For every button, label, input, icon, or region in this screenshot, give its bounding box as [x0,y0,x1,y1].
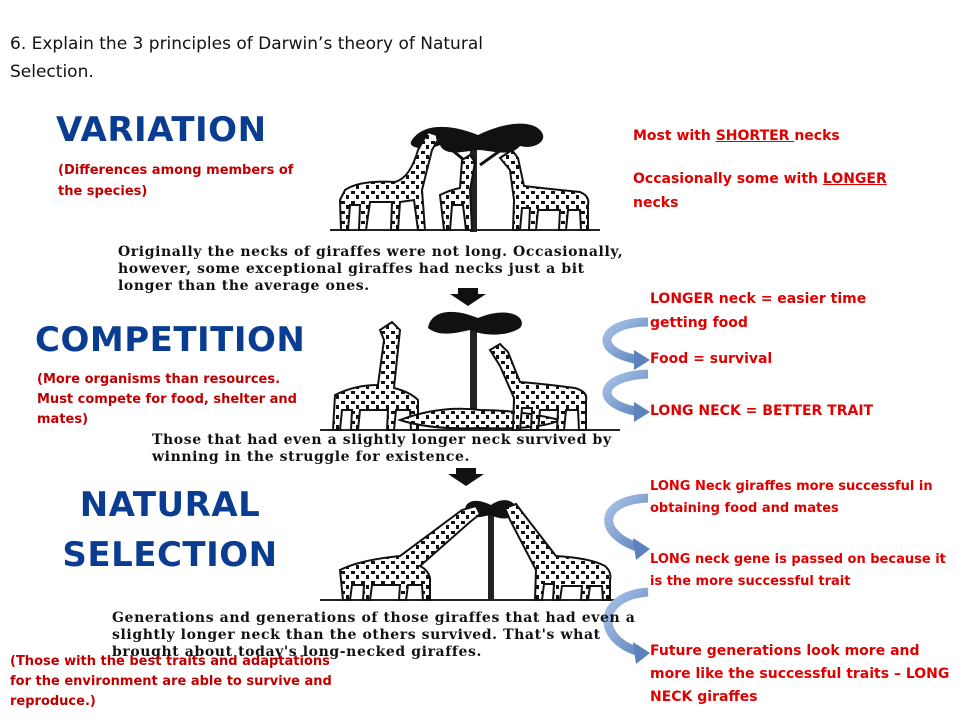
tree-icon [410,123,544,232]
natural-selection-title: NATURAL SELECTION [50,480,290,580]
natural-selection-title-line2: SELECTION [62,535,278,575]
curved-arrow-icon [602,317,650,370]
competition-point-survival: Food = survival [650,351,773,367]
natural-selection-description: (Those with the best traits and adaptati… [10,654,332,709]
giraffe-icon [338,130,442,231]
variation-point-longer: Occasionally some with LONGER necks [633,171,887,211]
longer-emphasis: LONGER [822,171,887,187]
giraffe-icon [498,148,590,231]
natural-selection-title-line1: NATURAL [79,485,261,525]
giraffe-icon [331,320,419,431]
variation-point-shorter: Most with SHORTER necks [633,128,840,144]
down-arrow-icon [448,468,484,486]
fallen-giraffe-icon [397,407,563,430]
competition-caption: Those that had even a slightly longer ne… [152,432,612,465]
tree-icon [428,311,522,430]
natural-selection-point-success: LONG Neck giraffes more successful in ob… [650,479,933,516]
curved-arrow-icon [604,493,650,560]
curved-arrow-icon [602,369,650,422]
natural-selection-point-future: Future generations look more and more li… [650,643,950,705]
giraffe-icon [503,502,612,601]
competition-description: (More organisms than resources. Must com… [37,372,297,427]
competition-point-food: LONGER neck = easier time getting food [650,291,867,331]
variation-title: VARIATION [56,110,267,150]
natural-selection-point-gene: LONG neck gene is passed on because it i… [650,552,946,589]
variation-caption: Originally the necks of giraffes were no… [118,244,624,294]
giraffe-icon [338,504,482,601]
natural-selection-caption: Generations and generations of those gir… [112,610,636,660]
tree-icon [465,500,517,600]
giraffe-icon [438,153,477,231]
question-text: 6. Explain the 3 principles of Darwin’s … [10,34,483,82]
scene-competition [320,311,620,431]
giraffe-icon [488,342,588,431]
competition-title: COMPETITION [35,320,306,360]
scene-natural-selection [320,500,620,601]
shorter-emphasis: SHORTER [715,128,795,144]
competition-point-trait: LONG NECK = BETTER TRAIT [650,403,874,419]
scene-variation [330,123,600,232]
variation-description: (Differences among members of the specie… [58,163,294,199]
